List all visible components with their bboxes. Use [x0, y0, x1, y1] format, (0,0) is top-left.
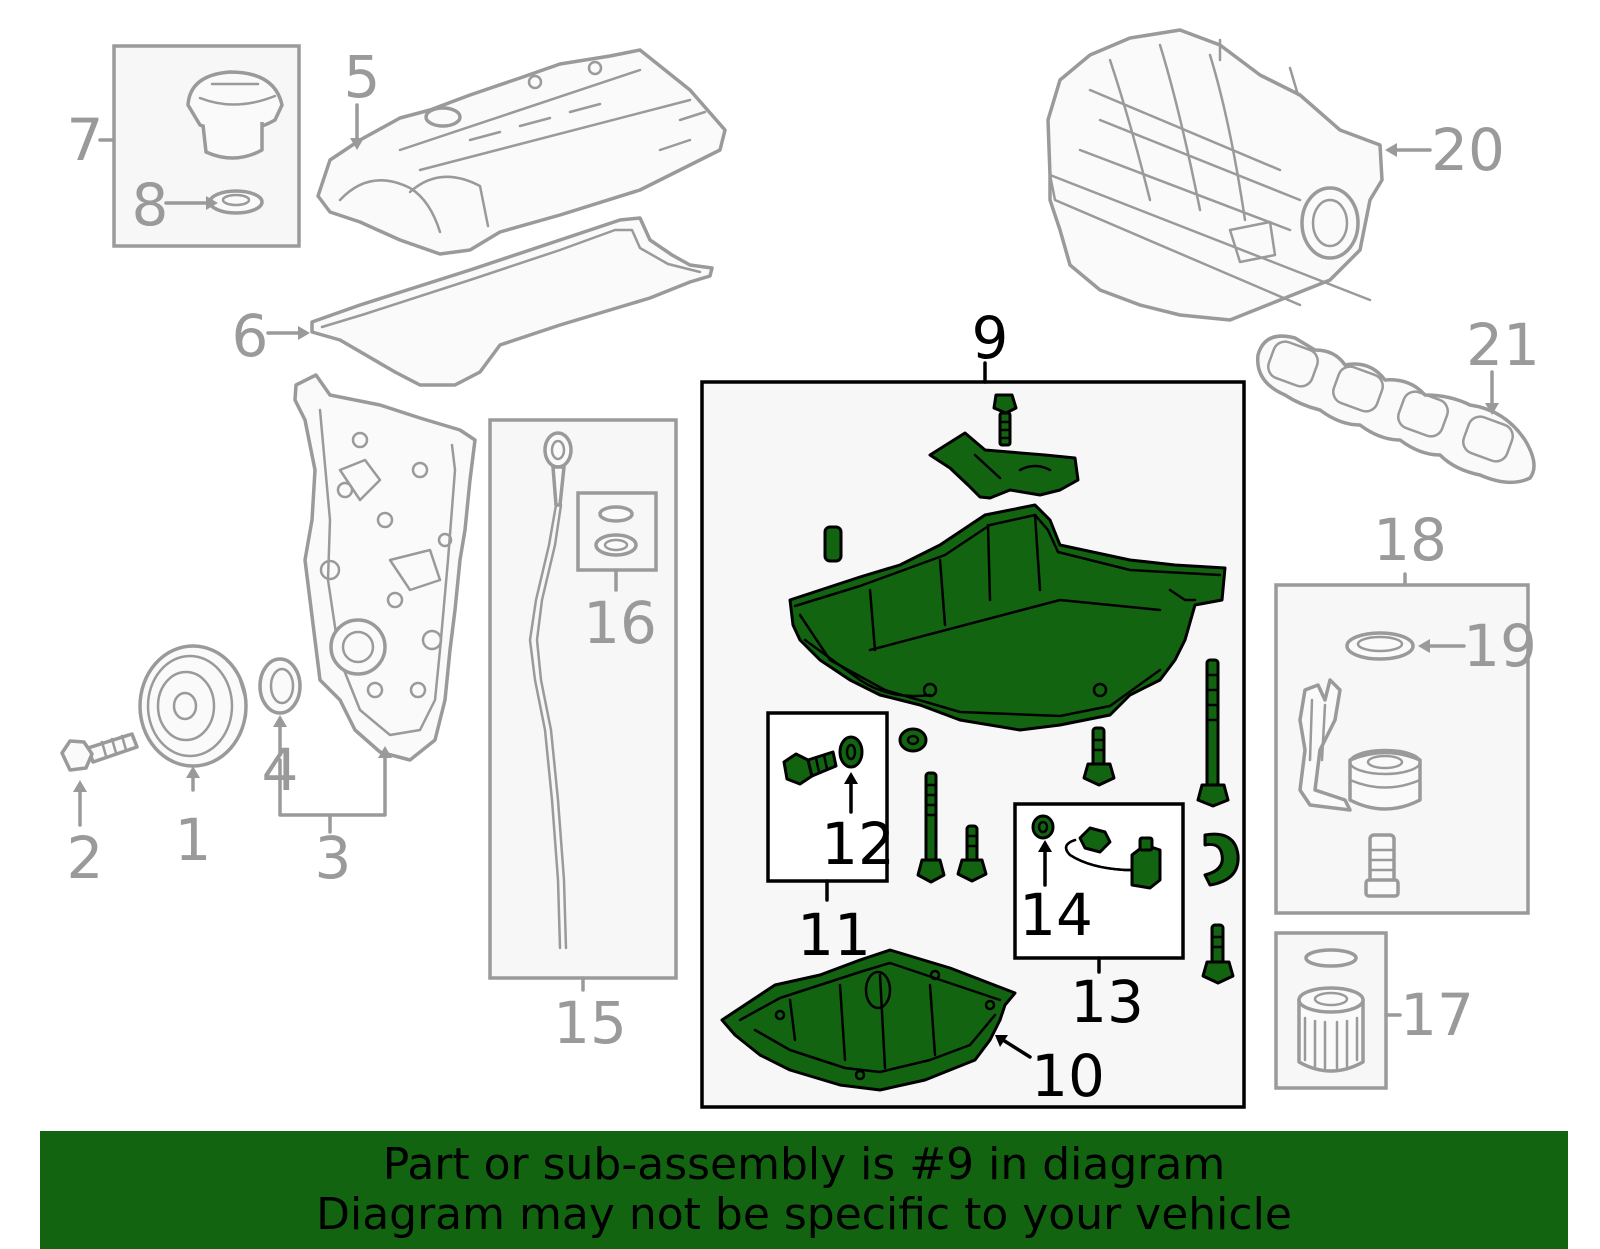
leader-3-arrowhead [378, 746, 392, 758]
part-7-oil-filler-cap-group[interactable] [112, 44, 301, 248]
short-pan-bolt-left [956, 824, 988, 883]
oil-filter-seal [1304, 948, 1358, 968]
part-4-front-seal[interactable] [258, 657, 302, 715]
callout-12: 12 [821, 810, 895, 878]
callout-4: 4 [262, 736, 299, 804]
part-21-intake-manifold-gasket[interactable] [1256, 334, 1536, 485]
part-2-crankshaft-bolt[interactable] [60, 732, 139, 772]
seal-small [598, 505, 634, 523]
part-18-oil-cooler-group[interactable] [1274, 583, 1530, 915]
leader-10-arrowhead [995, 1035, 1008, 1047]
callout-15: 15 [553, 989, 627, 1057]
callout-7: 7 [67, 106, 104, 174]
seal-large [594, 533, 638, 557]
banner-line-2: Diagram may not be specific to your vehi… [316, 1189, 1292, 1240]
part-19-cooler-seal [1345, 631, 1415, 661]
leader-5-arrowhead [350, 138, 364, 150]
leader-2-arrowhead [73, 780, 87, 792]
part-15-dipstick-group[interactable] [488, 418, 678, 980]
long-pan-bolt-center [916, 771, 946, 884]
part-1-crankshaft-pulley[interactable] [138, 644, 248, 768]
drain-plug [782, 750, 838, 786]
upper-oil-pan [788, 503, 1227, 732]
part-13-oil-level-sensor-group[interactable] [1013, 802, 1185, 960]
part-3-timing-cover[interactable] [293, 373, 477, 762]
leader-19-arrowhead [1418, 639, 1430, 653]
callout-11: 11 [797, 901, 871, 969]
leader-14-arrowhead [1038, 840, 1052, 852]
callout-2: 2 [67, 824, 104, 892]
oil-cooler-fitting [1364, 833, 1400, 898]
callout-1: 1 [175, 806, 212, 874]
part-20-intake-manifold[interactable] [1046, 28, 1384, 322]
banner-line-1: Part or sub-assembly is #9 in diagram [382, 1139, 1226, 1190]
lower-pan-bolt-right [1201, 923, 1235, 985]
callout-9: 9 [972, 304, 1009, 372]
part-10-lower-oil-pan[interactable] [720, 948, 1017, 1092]
leader-10 [1001, 1038, 1032, 1059]
callout-6: 6 [232, 302, 269, 370]
short-pan-bolt-center [1082, 726, 1116, 787]
oil-level-dipstick [528, 431, 573, 950]
part-11-box [766, 711, 889, 883]
oil-filler-cap [186, 70, 284, 160]
part-11-drain-plug-group[interactable] [766, 711, 889, 883]
oil-pan-baffle-bracket [928, 431, 1080, 500]
part-14-sensor-seal [1031, 814, 1055, 840]
callout-21: 21 [1466, 311, 1540, 379]
info-banner: Part or sub-assembly is #9 in diagram Di… [40, 1131, 1568, 1249]
callout-3: 3 [315, 824, 352, 892]
bracket-bolt [992, 393, 1018, 447]
oil-cooler-assembly [1298, 678, 1422, 812]
callout-19: 19 [1463, 612, 1537, 680]
part-5-valve-cover[interactable] [316, 48, 727, 256]
callout-10: 10 [1031, 1042, 1105, 1110]
callout-8: 8 [132, 171, 169, 239]
callout-14: 14 [1019, 881, 1093, 949]
leader-8-arrowhead [206, 196, 218, 210]
part-9-oil-pan-assembly[interactable] [700, 361, 1246, 1109]
pan-clip [1203, 832, 1240, 887]
callout-17: 17 [1400, 981, 1474, 1049]
oil-filler-cap-seal [208, 189, 264, 215]
leader-6-arrowhead [298, 326, 310, 340]
long-pan-bolt-right [1196, 658, 1230, 808]
part-16-seal-box[interactable] [576, 491, 658, 572]
leader-3 [278, 753, 387, 834]
callout-20: 20 [1431, 116, 1505, 184]
dowel-pin [823, 525, 843, 563]
part-17-oil-filter-group[interactable] [1274, 931, 1388, 1090]
leader-12-arrowhead [844, 772, 858, 784]
leader-4-arrowhead [273, 715, 287, 727]
part-6-valve-cover-gasket[interactable] [310, 216, 714, 387]
part-12-drain-plug-gasket [838, 735, 864, 769]
oil-filter [1297, 986, 1365, 1073]
leader-1-arrowhead [186, 766, 200, 778]
callout-16: 16 [583, 589, 657, 657]
callout-13: 13 [1070, 968, 1144, 1036]
pan-nut [898, 727, 928, 753]
leader-20-arrowhead [1385, 143, 1397, 157]
callout-5: 5 [344, 43, 381, 111]
callout-18: 18 [1373, 506, 1447, 574]
oil-level-sensor [1064, 826, 1162, 890]
part-16-box [576, 491, 658, 572]
leader-21-arrowhead [1485, 403, 1499, 415]
